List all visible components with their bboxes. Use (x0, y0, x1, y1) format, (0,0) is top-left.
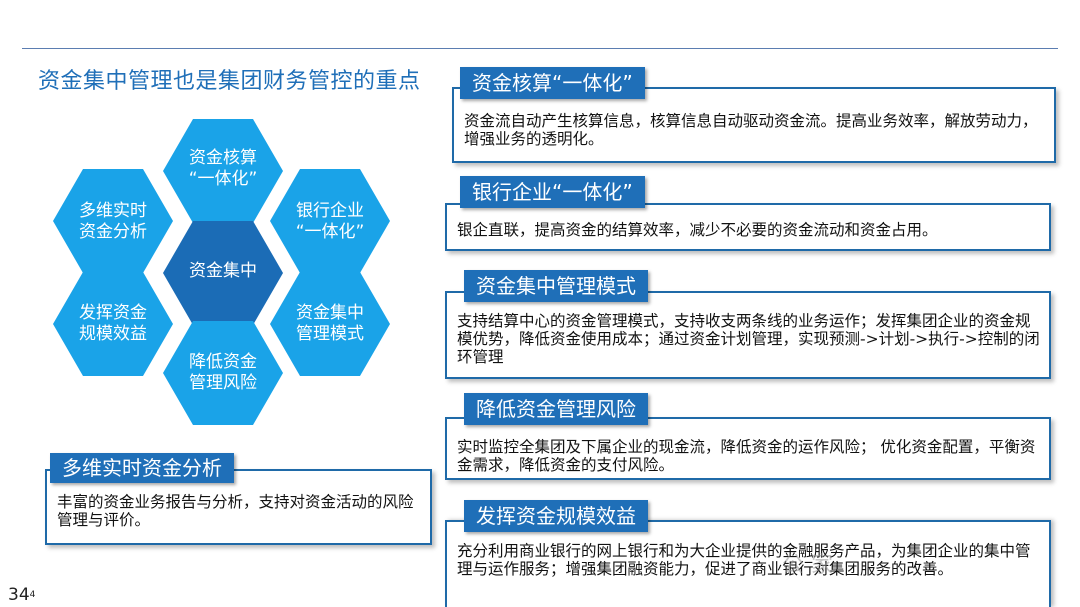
card-mode-box: 支持结算中心的资金管理模式，支持收支两条线的业务运作；发挥集团企业的资金规模优势… (445, 291, 1051, 379)
watermark: 公 家 (782, 553, 833, 578)
card-scale-text: 充分利用商业银行的网上银行和为大企业提供的金融服务产品，为集团企业的集中管理与运… (457, 542, 1031, 578)
card-accounting-box: 资金流自动产生核算信息，核算信息自动驱动资金流。提高业务效率，解放劳动力，增强业… (452, 87, 1056, 163)
card-risk-text: 实时监控全集团及下属企业的现金流，降低资金的运作风险； 优化资金配置，平衡资金需… (457, 438, 1036, 474)
hex-lower-left-label: 发挥资金 规模效益 (79, 303, 147, 344)
card-analysis-tag: 多维实时资金分析 (50, 453, 234, 483)
card-scale-box: 充分利用商业银行的网上银行和为大企业提供的金融服务产品，为集团企业的集中管理与运… (445, 520, 1051, 607)
card-mode-text: 支持结算中心的资金管理模式，支持收支两条线的业务运作；发挥集团企业的资金规模优势… (457, 312, 1040, 366)
page-number-suffix: 4 (29, 590, 36, 600)
card-analysis-text: 丰富的资金业务报告与分析，支持对资金活动的风险管理与评价。 (57, 493, 414, 529)
card-risk-box: 实时监控全集团及下属企业的现金流，降低资金的运作风险； 优化资金配置，平衡资金需… (445, 417, 1051, 480)
hex-upper-right-label: 银行企业 “一体化” (295, 201, 365, 242)
card-accounting-tag: 资金核算“一体化” (460, 67, 645, 99)
top-divider-line (22, 48, 1058, 49)
card-bank-tag: 银行企业“一体化” (460, 176, 645, 208)
card-bank-text: 银企直联，提高资金的结算效率，减少不必要的资金流动和资金占用。 (457, 221, 938, 239)
card-scale-tag: 发挥资金规模效益 (464, 500, 648, 532)
card-risk-tag: 降低资金管理风险 (464, 393, 648, 425)
page-number: 344 (8, 585, 35, 605)
hex-upper-left-label: 多维实时 资金分析 (79, 201, 147, 242)
hex-center-label: 资金集中 (189, 261, 257, 281)
hex-lower-right-label: 资金集中 管理模式 (296, 303, 364, 344)
page-title: 资金集中管理也是集团财务管控的重点 (38, 69, 421, 94)
hex-bottom-label: 降低资金 管理风险 (189, 352, 257, 393)
page-number-value: 34 (8, 585, 30, 605)
card-mode-tag: 资金集中管理模式 (464, 270, 648, 302)
card-bank-box: 银企直联，提高资金的结算效率，减少不必要的资金流动和资金占用。 (445, 203, 1051, 251)
hex-top-label: 资金核算 “一体化” (188, 148, 258, 189)
card-accounting-text: 资金流自动产生核算信息，核算信息自动驱动资金流。提高业务效率，解放劳动力，增强业… (464, 112, 1038, 148)
